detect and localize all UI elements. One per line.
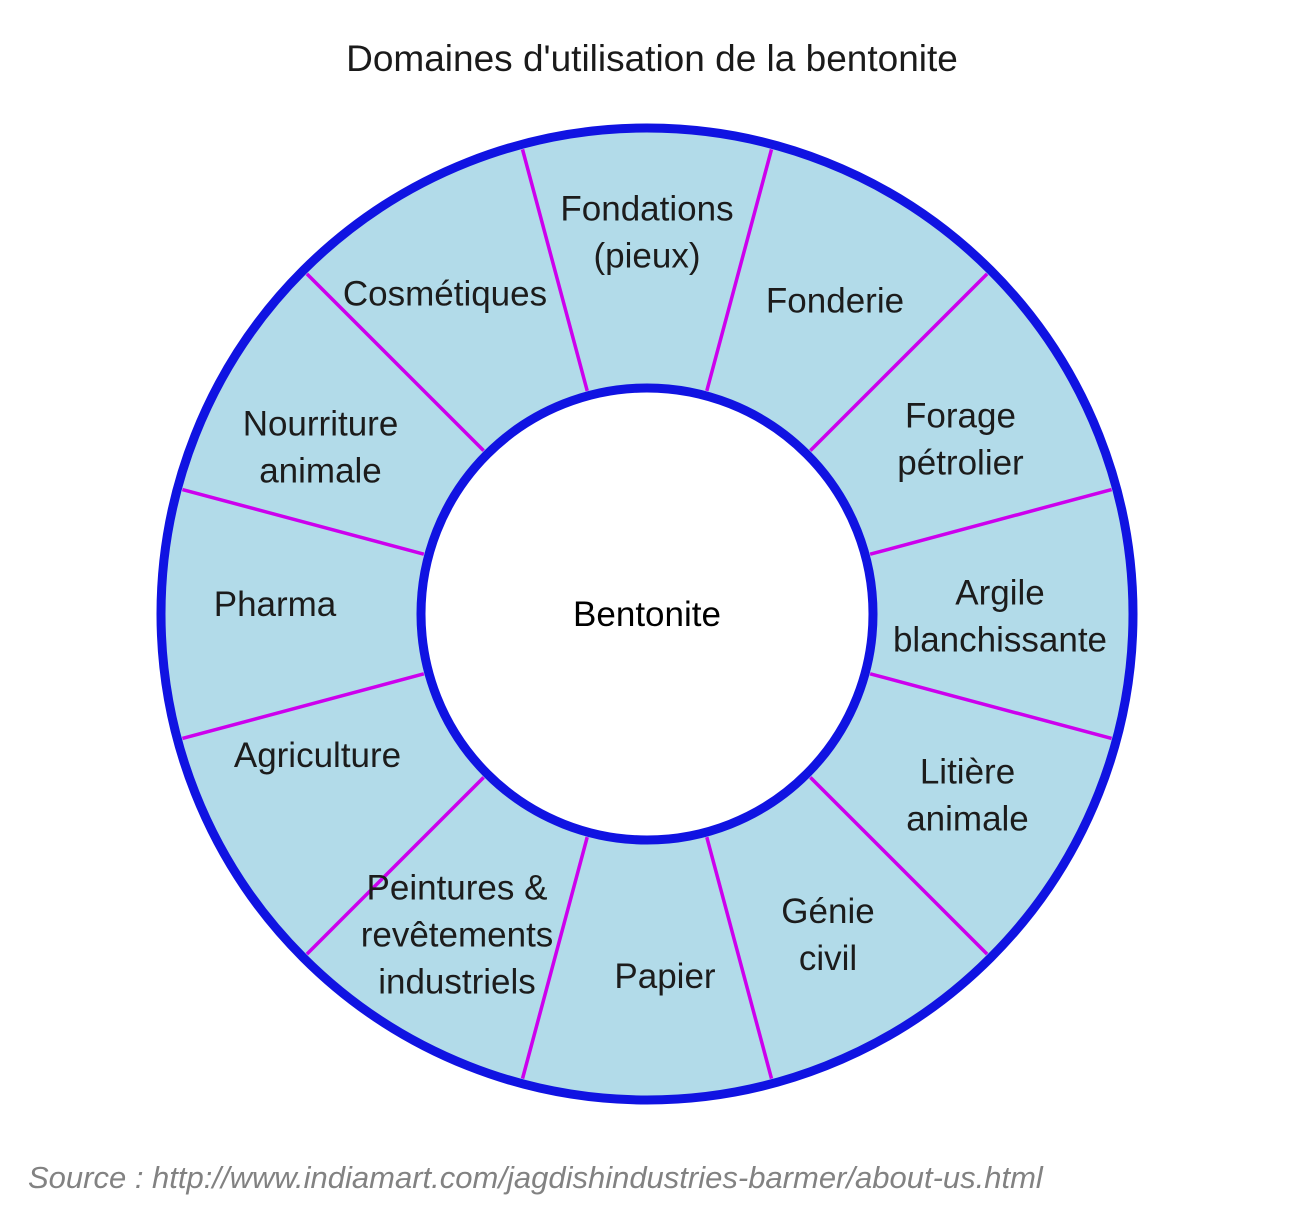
segment-label-6: Papier	[614, 957, 716, 996]
center-label: Bentonite	[573, 595, 721, 634]
segment-divider	[181, 487, 425, 556]
segment-divider	[181, 672, 425, 741]
segment-divider	[869, 487, 1113, 556]
segment-label-0: Fondations(pieux)	[560, 189, 733, 275]
segment-label-11: Cosmétiques	[343, 274, 547, 313]
segment-divider	[520, 836, 589, 1080]
segment-label-9: Pharma	[214, 585, 337, 624]
segment-label-1: Fonderie	[766, 281, 904, 320]
chart-title: Domaines d'utilisation de la bentonite	[346, 38, 958, 79]
segment-divider	[809, 776, 989, 956]
segment-divider	[305, 776, 485, 956]
segment-divider	[705, 148, 774, 392]
segment-divider	[809, 272, 989, 452]
segment-label-8: Agriculture	[234, 736, 401, 775]
source-citation: Source : http://www.indiamart.com/jagdis…	[28, 1160, 1043, 1195]
segment-divider	[305, 272, 485, 452]
segment-divider	[869, 672, 1113, 741]
ring-inner-circle	[416, 383, 878, 845]
segment-divider	[705, 836, 774, 1080]
segment-divider	[520, 148, 589, 392]
